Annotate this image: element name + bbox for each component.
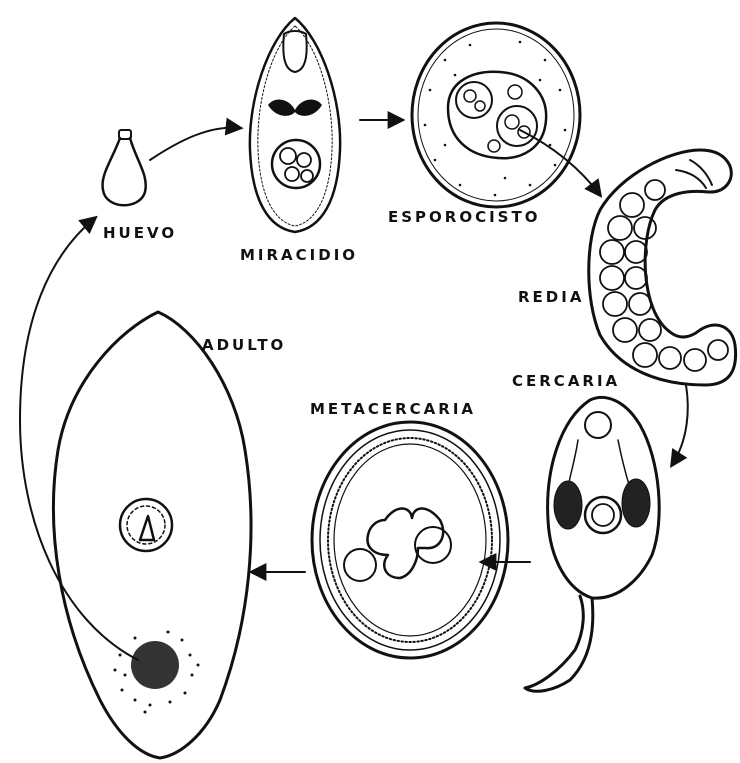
redia-figure xyxy=(589,150,736,385)
label-miracidio: MIRACIDIO xyxy=(240,246,358,264)
cercaria-figure xyxy=(525,397,659,691)
arrow-egg-to-miracidium xyxy=(150,128,240,160)
label-adulto: ADULTO xyxy=(202,336,286,354)
metacercaria-figure xyxy=(312,422,508,658)
arrow-adult-to-egg xyxy=(20,218,138,660)
label-cercaria: CERCARIA xyxy=(512,372,620,390)
arrow-redia-to-cercaria xyxy=(672,385,688,465)
egg-figure xyxy=(103,130,146,205)
label-huevo: HUEVO xyxy=(103,224,177,242)
label-redia: REDIA xyxy=(518,288,584,306)
label-esporocisto: ESPOROCISTO xyxy=(388,208,540,226)
label-metacercaria: METACERCARIA xyxy=(310,400,476,418)
adult-fluke-figure xyxy=(53,312,251,758)
miracidium-figure xyxy=(250,18,340,232)
sporocyst-figure xyxy=(412,23,580,207)
